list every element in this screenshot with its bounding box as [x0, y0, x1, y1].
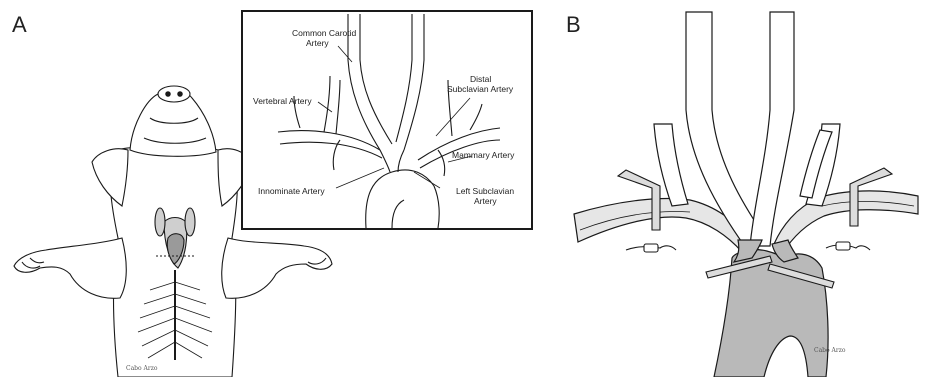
- anatomy-inset: Common Carotid Artery Vertebral Artery D…: [242, 11, 532, 229]
- b-carotid-right-outer: [750, 12, 794, 246]
- label-common-carotid-2: Artery: [306, 38, 329, 48]
- label-left-subclavian-2: Artery: [474, 196, 497, 206]
- neck-incision-left: [155, 208, 165, 236]
- pig-snout: [158, 86, 190, 102]
- artist-signature-a: Cabo Arzo: [126, 365, 158, 372]
- pig-foreleg-right: [222, 238, 332, 298]
- pig-ear-left: [92, 149, 128, 206]
- panel-label-b: B: [566, 12, 581, 37]
- label-common-carotid-1: Common Carotid: [292, 28, 357, 38]
- vessel-illustration-b: [574, 12, 918, 377]
- label-mammary-artery: Mammary Artery: [452, 150, 515, 160]
- panel-label-a: A: [12, 12, 27, 37]
- label-left-subclavian-1: Left Subclavian: [456, 186, 514, 196]
- label-innominate-artery: Innominate Artery: [258, 186, 325, 196]
- label-distal-subclavian-2: Subclavian Artery: [447, 84, 514, 94]
- label-vertebral-artery: Vertebral Artery: [253, 96, 312, 106]
- neck-incision-right: [185, 208, 195, 236]
- label-distal-subclavian-1: Distal: [470, 74, 491, 84]
- artist-signature-b: Cabo Arzo: [814, 347, 846, 354]
